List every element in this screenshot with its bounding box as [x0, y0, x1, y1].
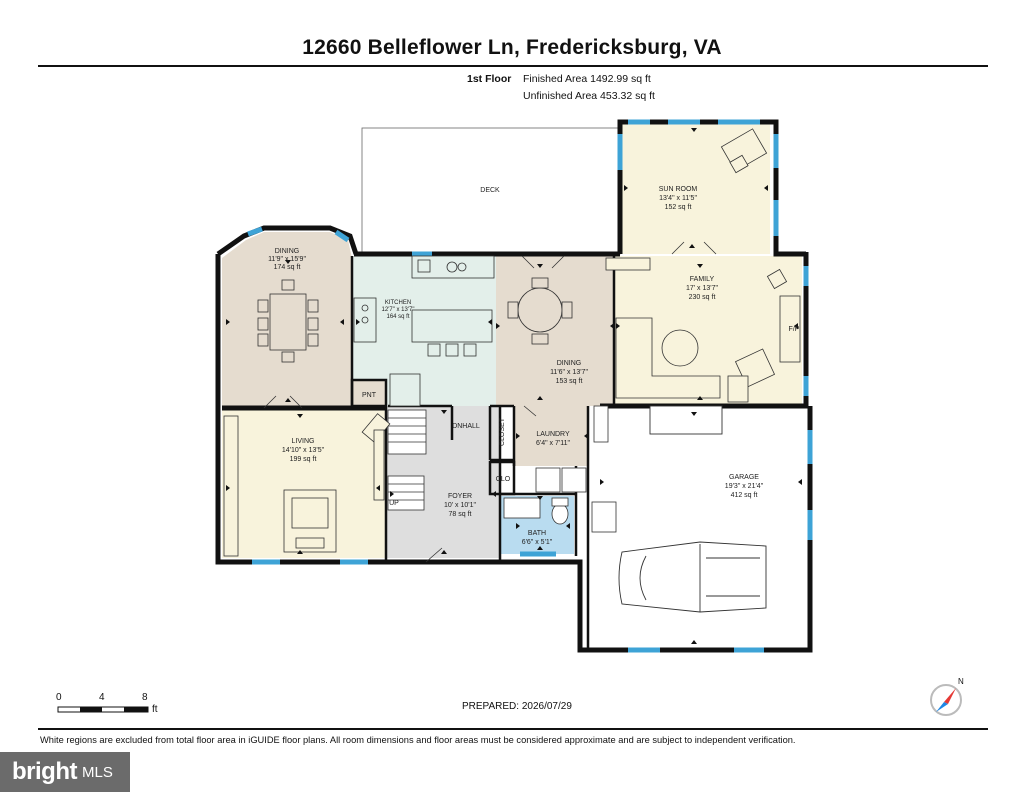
kitchen-fixtures	[353, 255, 495, 407]
garage-name: GARAGE	[729, 474, 759, 481]
bath-dims: 6'6" x 5'1"	[522, 539, 553, 546]
bath-name: BATH	[528, 530, 546, 537]
fireplace-label: F/P	[789, 326, 800, 333]
garage-dims: 19'3" x 21'4"	[725, 483, 764, 490]
family-area: 230 sq ft	[689, 294, 716, 301]
sun-room-name: SUN ROOM	[659, 186, 698, 193]
foyer-area: 78 sq ft	[449, 511, 472, 518]
hall-label: DNHALL	[452, 423, 480, 430]
sun-room-area: 152 sq ft	[665, 204, 692, 211]
dining-center-dims: 11'6" x 13'7"	[550, 369, 588, 376]
prepared-date: PREPARED: 2026/07/29	[462, 701, 572, 712]
watermark-suffix: MLS	[81, 763, 113, 781]
kitchen-dims: 12'7" x 13'7"	[382, 307, 415, 313]
laundry-dims: 6'4" x 7'11"	[536, 440, 570, 447]
living-area: 199 sq ft	[290, 456, 317, 463]
clo-label: CLO	[496, 476, 511, 483]
pantry-label: PNT	[362, 392, 377, 399]
stairs-up-label: UP	[389, 500, 399, 507]
floor-plan: DECK SUN ROOM 13'4" x 11'5" 152 sq ft DI…	[57, 119, 813, 713]
compass-label: N	[958, 678, 964, 686]
disclaimer-text: White regions are excluded from total fl…	[40, 735, 796, 745]
family-dims: 17' x 13'7"	[686, 285, 719, 292]
unfinished-area: Unfinished Area 453.32 sq ft	[523, 90, 655, 102]
utility-fixtures	[503, 405, 617, 533]
scale-tick-0: 0	[56, 692, 62, 703]
garage-car	[618, 405, 767, 613]
dining-left-dims: 11'9" x 15'9"	[268, 256, 306, 263]
interior-walls	[350, 256, 616, 648]
kitchen-name: KITCHEN	[385, 300, 411, 306]
kitchen-area: 164 sq ft	[386, 314, 409, 320]
garage-area: 412 sq ft	[731, 492, 758, 499]
scale-unit: ft	[152, 704, 158, 715]
dining-center-area: 153 sq ft	[556, 378, 583, 385]
watermark-brand: bright	[12, 758, 77, 785]
sun-room-dims: 13'4" x 11'5"	[659, 195, 697, 202]
scale-bar	[57, 706, 149, 713]
bright-mls-watermark: bright MLS	[0, 752, 130, 792]
foyer-name: FOYER	[448, 493, 472, 500]
living-name: LIVING	[292, 438, 315, 445]
direction-markers	[226, 128, 802, 644]
stairs	[387, 409, 427, 511]
floor-label: 1st Floor	[467, 73, 512, 85]
pantry-room	[352, 380, 386, 406]
footer-rule	[38, 728, 988, 730]
laundry-name: LAUNDRY	[536, 431, 570, 438]
scale-tick-8: 8	[142, 692, 148, 703]
dining-table-center	[507, 277, 573, 345]
closet-label: CLOSET	[499, 417, 506, 446]
laundry-room	[514, 406, 588, 466]
dining-center-name: DINING	[557, 360, 582, 367]
compass-icon: N	[928, 677, 968, 718]
deck-label: DECK	[480, 187, 500, 194]
windows	[247, 119, 813, 653]
walls	[215, 119, 813, 653]
dining-table-left	[257, 279, 319, 363]
scale-tick-4: 4	[99, 692, 105, 703]
family-name: FAMILY	[690, 276, 715, 283]
living-dims: 14'10" x 13'5"	[282, 447, 325, 454]
living-furniture	[223, 413, 391, 557]
foyer-dims: 10' x 10'1"	[444, 502, 477, 509]
finished-area: Finished Area 1492.99 sq ft	[523, 73, 651, 85]
plan-title: 12660 Belleflower Ln, Fredericksburg, VA	[302, 36, 722, 59]
header-rule	[38, 65, 988, 67]
family-furniture	[605, 257, 801, 403]
dining-left-area: 174 sq ft	[274, 264, 301, 271]
dining-center-room	[496, 256, 614, 406]
sun-room-desk	[720, 128, 768, 174]
door-swings	[263, 241, 717, 563]
dining-left-name: DINING	[275, 248, 300, 255]
